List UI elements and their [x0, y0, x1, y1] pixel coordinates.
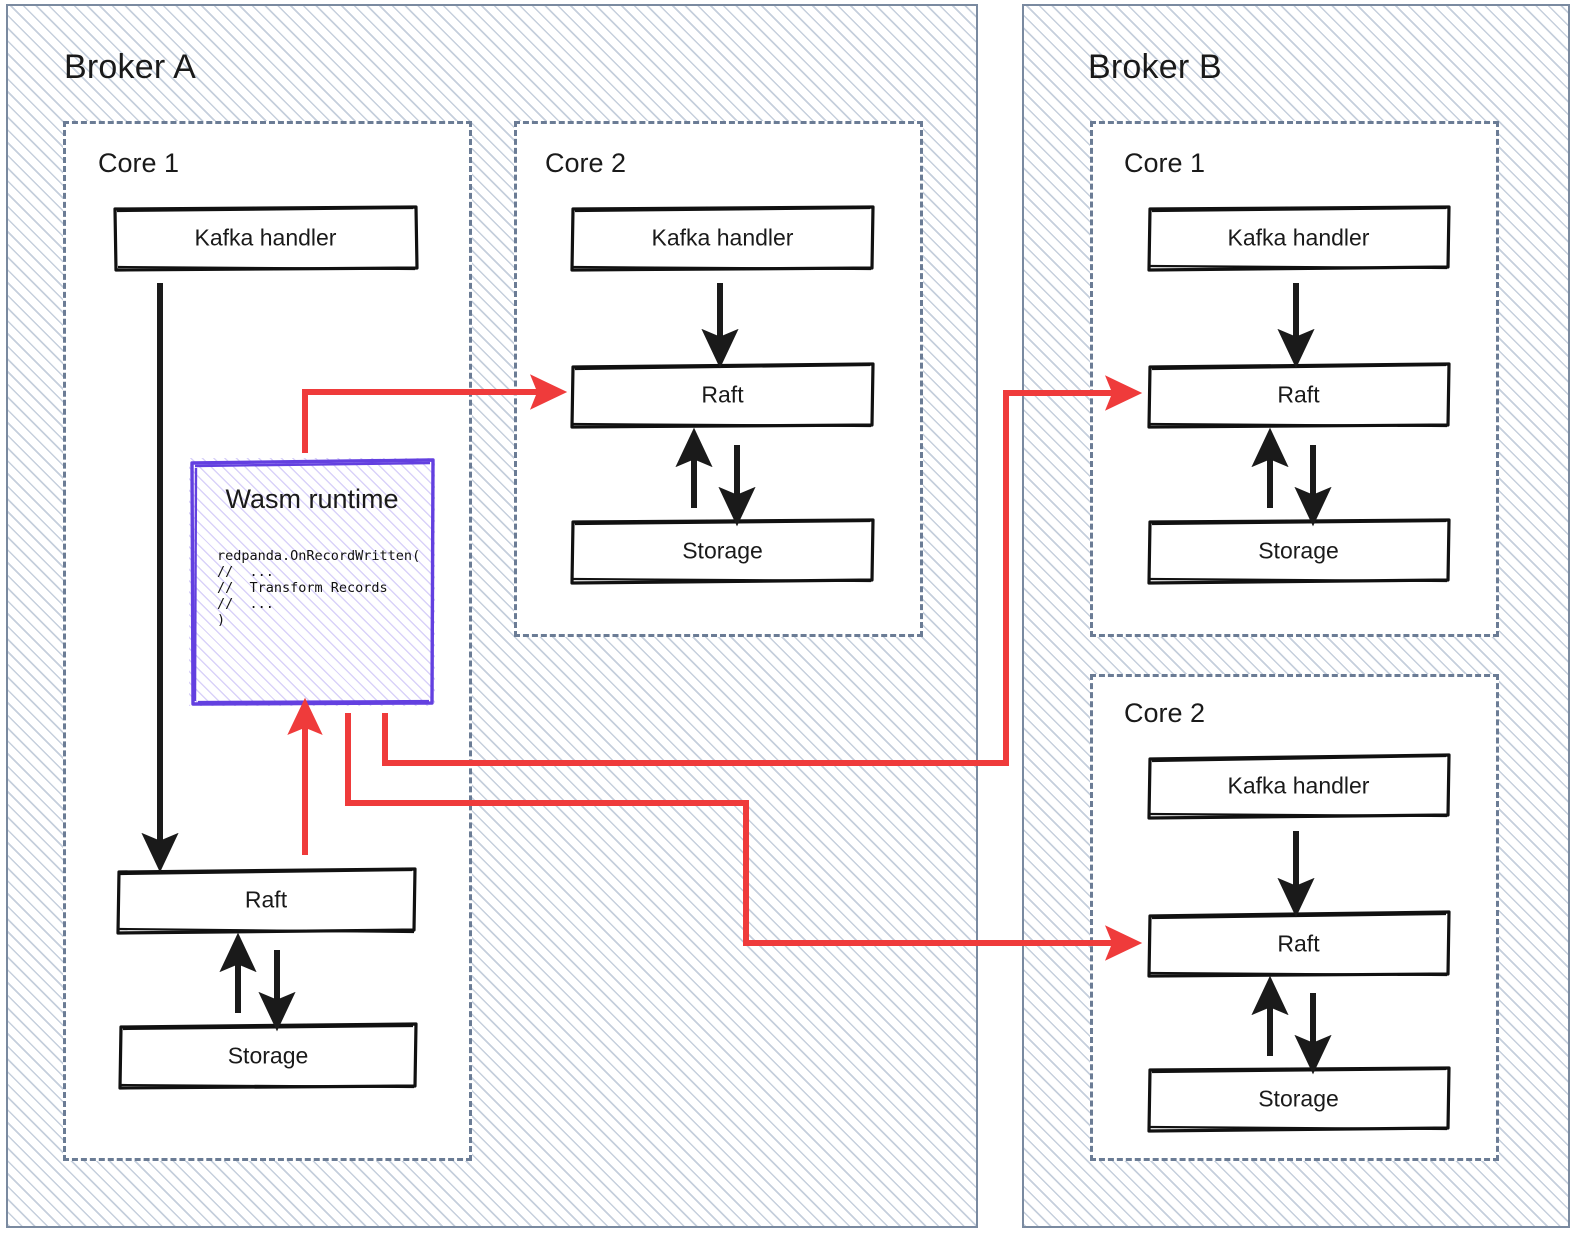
- sketch-rect: [1147, 753, 1451, 820]
- box-label: Kafka handler: [194, 224, 337, 251]
- box-ba-c1-kafka-handler[interactable]: Kafka handler: [113, 205, 419, 272]
- wasm-code-snippet: redpanda.OnRecordWritten( // ... // Tran…: [217, 548, 421, 628]
- box-label: Raft: [1277, 381, 1320, 408]
- box-bb-c2-storage[interactable]: Storage: [1146, 1066, 1451, 1133]
- box-label: Kafka handler: [651, 224, 794, 251]
- box-label: Raft: [244, 886, 288, 913]
- broker-b-core-1-title: Core 1: [1124, 148, 1206, 178]
- broker-a-core-1-title: Core 1: [98, 148, 180, 178]
- sketch-rect: [1147, 910, 1451, 978]
- box-ba-c2-kafka-handler[interactable]: Kafka handler: [570, 205, 875, 272]
- sketch-rect: [570, 205, 875, 272]
- broker-b-title: Broker B: [1088, 48, 1222, 86]
- broker-b-core-2-title: Core 2: [1124, 698, 1206, 728]
- box-bb-c2-raft[interactable]: Raft: [1146, 910, 1451, 978]
- box-bb-c1-kafka-handler[interactable]: Kafka handler: [1146, 205, 1451, 272]
- box-label: Storage: [682, 537, 763, 564]
- box-label: Storage: [1258, 1085, 1339, 1112]
- sketch-rect: [118, 1022, 418, 1090]
- box-ba-c1-wasm-runtime[interactable]: Wasm runtime redpanda.OnRecordWritten( /…: [189, 458, 435, 706]
- box-ba-c1-raft[interactable]: Raft: [115, 866, 417, 935]
- box-label: Raft: [1277, 930, 1320, 957]
- sketch-rect: [1147, 362, 1451, 429]
- sketch-rect: [113, 205, 419, 272]
- box-label: Storage: [227, 1042, 309, 1069]
- box-ba-c2-raft[interactable]: Raft: [570, 361, 875, 429]
- box-label: Raft: [701, 381, 744, 408]
- box-label: Kafka handler: [1227, 224, 1370, 251]
- box-label: Kafka handler: [1227, 772, 1370, 799]
- broker-a-title: Broker A: [64, 48, 196, 86]
- box-bb-c2-kafka-handler[interactable]: Kafka handler: [1146, 753, 1451, 820]
- broker-a-core-2-title: Core 2: [545, 148, 627, 178]
- box-ba-c1-storage[interactable]: Storage: [118, 1022, 418, 1090]
- box-label: Storage: [1258, 537, 1339, 564]
- wasm-runtime-title: Wasm runtime: [225, 484, 399, 514]
- sketch-rect: [1147, 205, 1451, 272]
- box-bb-c1-storage[interactable]: Storage: [1146, 518, 1451, 585]
- box-ba-c2-storage[interactable]: Storage: [570, 518, 875, 585]
- box-bb-c1-raft[interactable]: Raft: [1146, 361, 1451, 429]
